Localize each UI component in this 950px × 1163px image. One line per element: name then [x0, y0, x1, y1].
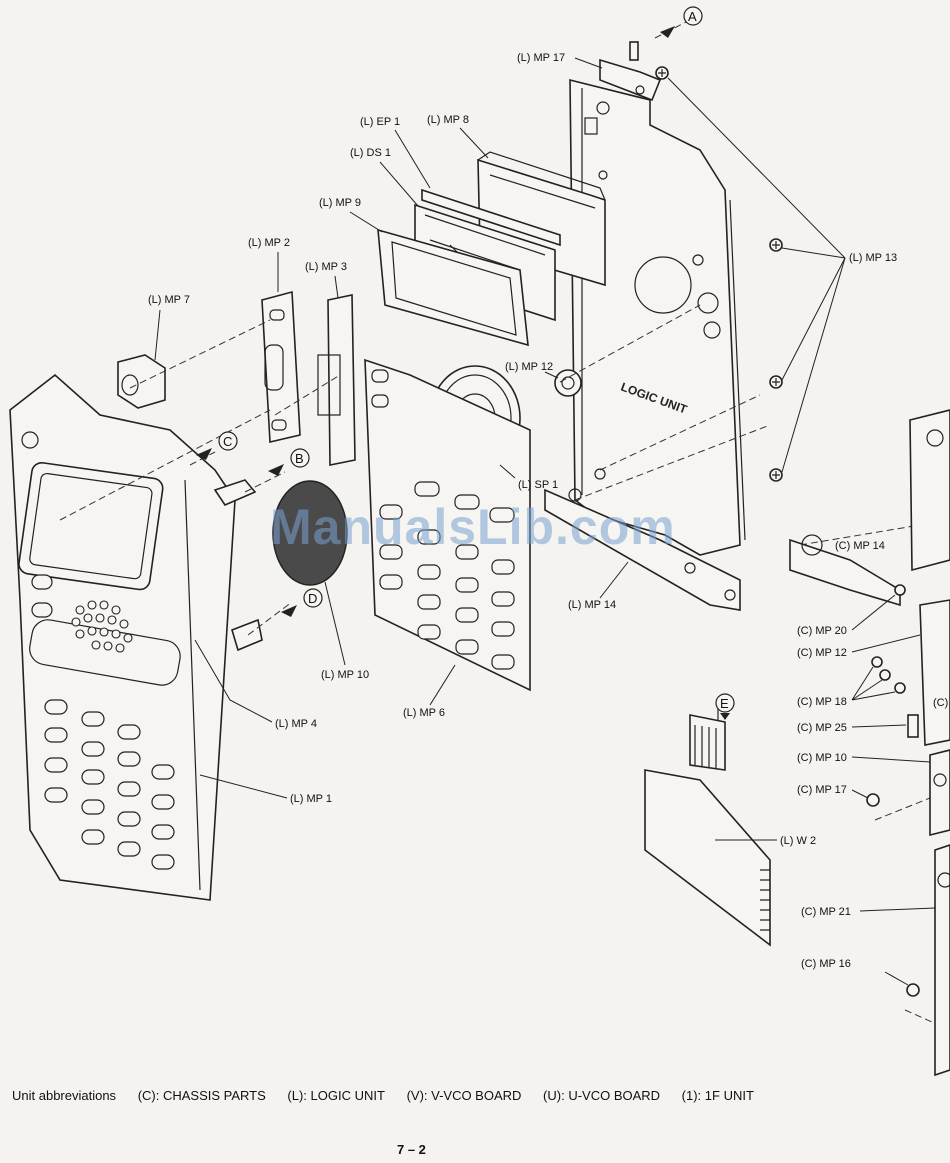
- svg-text:(L) SP 1: (L) SP 1: [518, 479, 558, 491]
- part-label-c-mp18: (C) MP 18: [797, 666, 896, 708]
- footer-item: (U): U-VCO BOARD: [543, 1088, 661, 1103]
- part-label-c-mp10: (C) MP 10: [797, 752, 931, 764]
- svg-text:(C): (C): [933, 697, 948, 709]
- part-label-l-mp3: (L) MP 3: [305, 261, 347, 299]
- svg-text:(L) MP 4: (L) MP 4: [275, 718, 317, 730]
- svg-text:(C) MP 16: (C) MP 16: [801, 958, 851, 970]
- bracket-mp17: [599, 41, 662, 102]
- part-label-l-mp14: (L) MP 14: [568, 561, 629, 611]
- part-label-l-ep1: (L) EP 1: [360, 116, 431, 189]
- svg-text:(C) MP 12: (C) MP 12: [797, 647, 847, 659]
- svg-text:(L) MP 6: (L) MP 6: [403, 707, 445, 719]
- connector-mark-b: B: [268, 448, 310, 476]
- strip-ep1: [421, 188, 561, 247]
- part-label-c-mp16: (C) MP 16: [801, 958, 909, 986]
- svg-text:(C) MP 17: (C) MP 17: [797, 784, 847, 796]
- bracket-mp14: [544, 488, 741, 611]
- bracket-mp2: [261, 290, 301, 443]
- part-label-l-mp4: (L) MP 4: [194, 639, 317, 730]
- flex-cable-w2: [644, 705, 771, 947]
- svg-text:(L) DS 1: (L) DS 1: [350, 147, 391, 159]
- svg-text:D: D: [308, 591, 317, 606]
- assembly-lines: [59, 19, 950, 1031]
- footer-item: (L): LOGIC UNIT: [287, 1088, 385, 1103]
- part-label-c-mp20: (C) MP 20: [797, 594, 896, 637]
- footer-item: (1): 1F UNIT: [681, 1088, 754, 1103]
- svg-text:(L) W 2: (L) W 2: [780, 835, 816, 847]
- page-number: 7 – 2: [397, 1142, 426, 1157]
- part-label-c-mp12: (C) MP 12: [797, 634, 921, 659]
- part-label-l-ds1: (L) DS 1: [350, 147, 419, 207]
- svg-text:(C) MP 14: (C) MP 14: [835, 540, 885, 552]
- front-case-mp1: [9, 373, 263, 901]
- connector-mark-d: D: [281, 588, 323, 617]
- svg-text:(C) MP 10: (C) MP 10: [797, 752, 847, 764]
- svg-text:(L) MP 9: (L) MP 9: [319, 197, 361, 209]
- connector-mark-c: C: [196, 431, 238, 460]
- part-label-l-mp10: (L) MP 10: [321, 581, 369, 681]
- part-label-l-mp12: (L) MP 12: [505, 361, 559, 379]
- part-label-l-sp1: (L) SP 1: [499, 464, 558, 491]
- part-label-c-partial: (C): [933, 697, 948, 709]
- svg-text:C: C: [223, 434, 232, 449]
- footer-title: Unit abbreviations: [12, 1088, 117, 1103]
- svg-text:(L) MP 2: (L) MP 2: [248, 237, 290, 249]
- svg-text:(L) EP 1: (L) EP 1: [360, 116, 400, 128]
- screws-mp13: [655, 66, 783, 482]
- svg-text:(L) MP 1: (L) MP 1: [290, 793, 332, 805]
- svg-text:(L) MP 13: (L) MP 13: [849, 252, 897, 264]
- part-label-l-mp1: (L) MP 1: [199, 774, 332, 805]
- svg-text:(L) MP 12: (L) MP 12: [505, 361, 553, 373]
- part-label-c-mp21: (C) MP 21: [801, 906, 936, 918]
- svg-text:(L) MP 7: (L) MP 7: [148, 294, 190, 306]
- connector-mark-a: A: [660, 6, 703, 38]
- part-label-l-mp7: (L) MP 7: [148, 294, 190, 361]
- washer-mp12: [554, 369, 582, 397]
- svg-text:(L) MP 10: (L) MP 10: [321, 669, 369, 681]
- part-label-c-mp25: (C) MP 25: [797, 722, 907, 734]
- svg-text:A: A: [688, 9, 697, 24]
- svg-text:(C) MP 18: (C) MP 18: [797, 696, 847, 708]
- part-label-l-mp2: (L) MP 2: [248, 237, 290, 292]
- watermark: ManualsLib.com: [270, 499, 676, 555]
- mic-cover-mp10: [272, 480, 348, 586]
- unit-abbreviations: Unit abbreviations (C): CHASSIS PARTS (L…: [12, 1088, 772, 1103]
- part-label-l-mp13: (L) MP 13: [849, 252, 897, 264]
- svg-text:B: B: [295, 451, 304, 466]
- logic-unit-board: LOGIC UNIT: [569, 78, 746, 556]
- svg-text:(L) MP 14: (L) MP 14: [568, 599, 616, 611]
- svg-text:(C) MP 20: (C) MP 20: [797, 625, 847, 637]
- part-label-l-mp17: (L) MP 17: [517, 52, 603, 69]
- part-label-l-mp6: (L) MP 6: [403, 664, 456, 719]
- part-label-l-mp8: (L) MP 8: [427, 114, 489, 159]
- part-label-c-mp17: (C) MP 17: [797, 784, 869, 799]
- part-label-c-mp14: (C) MP 14: [835, 540, 885, 552]
- svg-text:(C) MP 21: (C) MP 21: [801, 906, 851, 918]
- frame-mp9: [377, 228, 529, 347]
- svg-text:(C) MP 25: (C) MP 25: [797, 722, 847, 734]
- part-label-l-w2: (L) W 2: [715, 835, 816, 847]
- part-label-l-mp9: (L) MP 9: [319, 197, 383, 233]
- connector-mark-e: E: [715, 693, 735, 720]
- svg-text:(L) MP 8: (L) MP 8: [427, 114, 469, 126]
- svg-text:(L) MP 3: (L) MP 3: [305, 261, 347, 273]
- keypad-mp6: [364, 358, 531, 692]
- mp13-leader-lines: [667, 77, 846, 473]
- chassis-parts: [789, 409, 950, 1077]
- svg-text:(L) MP 17: (L) MP 17: [517, 52, 565, 64]
- svg-text:E: E: [720, 696, 729, 711]
- gasket-mp3: [317, 294, 356, 466]
- footer-item: (C): CHASSIS PARTS: [137, 1088, 266, 1103]
- knob-mp7: [117, 354, 166, 409]
- footer-item: (V): V-VCO BOARD: [406, 1088, 522, 1103]
